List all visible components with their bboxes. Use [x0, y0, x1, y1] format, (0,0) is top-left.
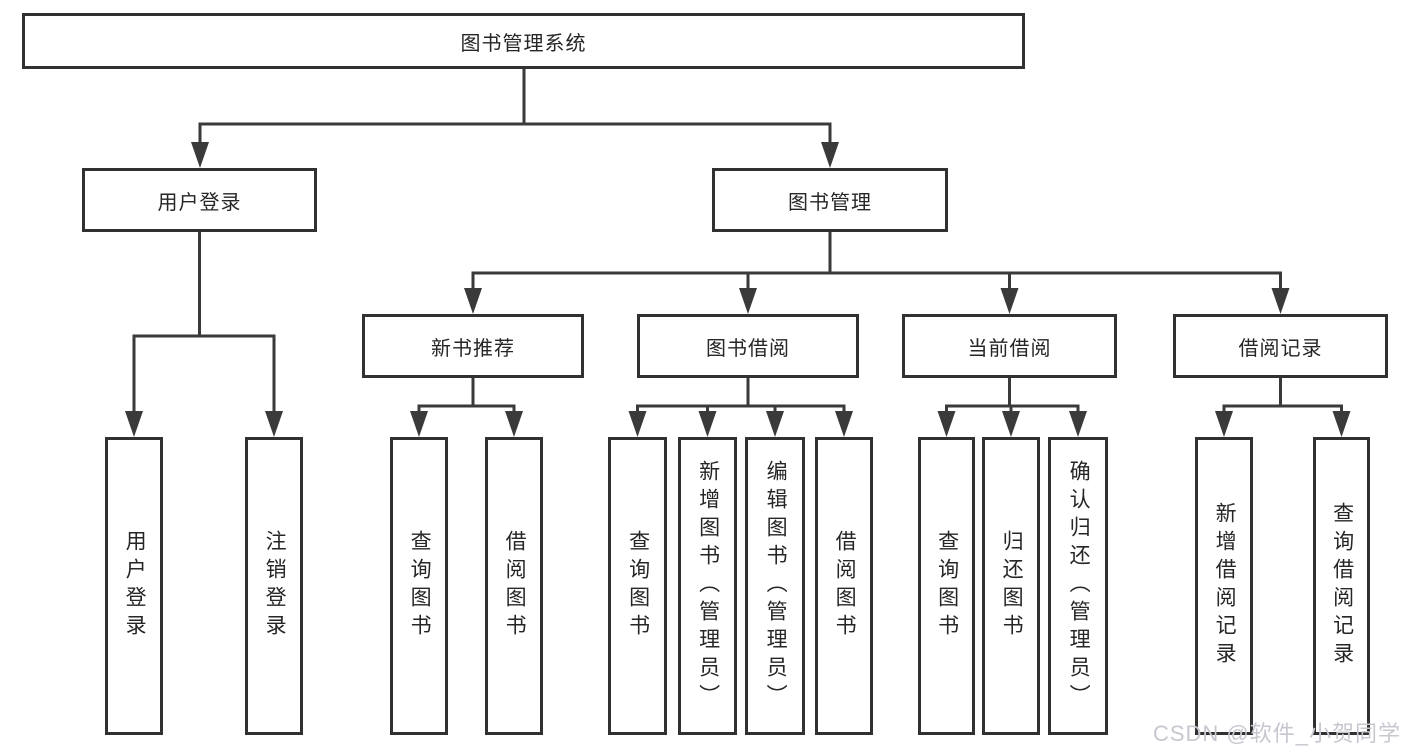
leaf-query-books: 查询图书 [918, 437, 975, 735]
node-user-login-branch: 用户登录 [82, 168, 317, 232]
leaf-label: 归还图书 [1000, 530, 1024, 642]
node-book-management-branch: 图书管理 [712, 168, 948, 232]
leaf-label: 确认归还（管理员） [1067, 460, 1091, 712]
arrowheads [125, 142, 1351, 437]
leaf-label: 查询图书 [626, 530, 650, 642]
leaf-return-books: 归还图书 [982, 437, 1040, 735]
node-label: 图书借阅 [706, 337, 790, 360]
node-label: 当前借阅 [967, 337, 1052, 360]
connector-root [198, 68, 832, 146]
node-root-system: 图书管理系统 [22, 13, 1025, 69]
leaf-label: 借阅图书 [833, 530, 857, 642]
leaf-label: 注销登录 [263, 530, 287, 642]
leaf-label: 用户登录 [123, 530, 147, 642]
connector-borrow-rec [1222, 378, 1343, 415]
leaf-query-books: 查询图书 [390, 437, 448, 735]
node-new-book-recommend: 新书推荐 [362, 314, 584, 378]
connector-user-login [132, 232, 276, 415]
node-label: 图书管理系统 [460, 32, 587, 55]
leaf-add-borrow-record: 新增借阅记录 [1195, 437, 1253, 735]
leaf-add-books-admin: 新增图书（管理员） [678, 437, 737, 735]
leaf-user-login: 用户登录 [105, 437, 163, 735]
leaf-label: 查询图书 [935, 530, 959, 642]
node-label: 图书管理 [788, 191, 872, 214]
leaf-label: 新增图书（管理员） [696, 460, 720, 712]
node-label: 新书推荐 [431, 337, 515, 360]
leaf-logout: 注销登录 [245, 437, 303, 735]
connector-new-rec [417, 378, 516, 415]
csdn-watermark: CSDN @软件_小贺同学 [1152, 721, 1401, 746]
connector-book-mgmt [471, 232, 1282, 292]
node-book-borrowing: 图书借阅 [637, 314, 859, 378]
connector-cur-borrow [945, 378, 1080, 415]
connector-book-borrow [636, 378, 846, 415]
node-label: 借阅记录 [1238, 337, 1323, 360]
leaf-label: 借阅图书 [503, 530, 527, 642]
leaf-query-borrow-record: 查询借阅记录 [1313, 437, 1370, 735]
leaf-query-books: 查询图书 [608, 437, 667, 735]
node-label: 用户登录 [157, 191, 242, 214]
leaf-borrow-books: 借阅图书 [485, 437, 543, 735]
leaf-label: 查询图书 [408, 530, 432, 642]
leaf-label: 查询借阅记录 [1330, 502, 1354, 670]
leaf-label: 编辑图书（管理员） [764, 460, 788, 712]
node-borrowing-records: 借阅记录 [1173, 314, 1388, 378]
leaf-borrow-books: 借阅图书 [815, 437, 873, 735]
leaf-label: 新增借阅记录 [1213, 502, 1237, 670]
leaf-edit-books-admin: 编辑图书（管理员） [745, 437, 805, 735]
node-current-borrowing: 当前借阅 [902, 314, 1117, 378]
leaf-confirm-return-admin: 确认归还（管理员） [1048, 437, 1108, 735]
